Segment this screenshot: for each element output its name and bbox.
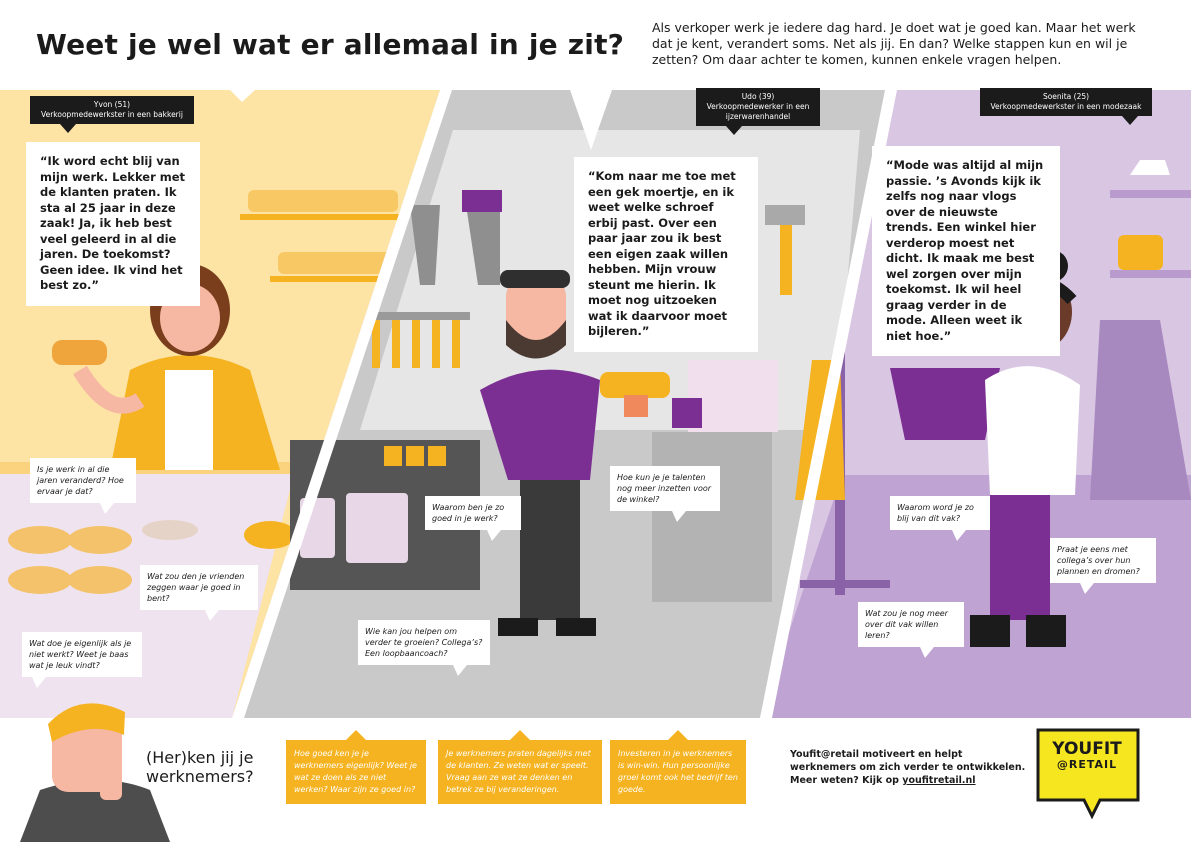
question-bubble: Waarom word je zo blij van dit vak? xyxy=(890,496,990,541)
more-info-prefix: Meer weten? Kijk op xyxy=(790,775,899,786)
question-bubble: Wie kan jou helpen om verder te groeien?… xyxy=(358,620,490,676)
youfit-logo[interactable]: YOUFIT @RETAIL xyxy=(1036,740,1138,772)
logo-line1: YOUFIT xyxy=(1052,739,1122,759)
logo-line2: @RETAIL xyxy=(1056,758,1118,771)
question-bubble: Wat zou den je vrienden zeggen waar je g… xyxy=(140,565,258,621)
question-bubble: Wat zou je nog meer over dit vak willen … xyxy=(858,602,964,658)
website-link[interactable]: youfitretail.nl xyxy=(902,775,976,786)
question-bubble: Hoe kun je je talenten nog meer inzetten… xyxy=(610,466,720,522)
paint-cans xyxy=(300,446,446,563)
tool-rack xyxy=(370,190,805,368)
udo-role: Verkoopmedewerker in een ijzerwarenhande… xyxy=(706,102,810,121)
yvon-name: Yvon (51) xyxy=(93,100,131,109)
yvon-tag: Yvon (51) Verkoopmedewerkster in een bak… xyxy=(30,96,194,133)
soenita-name: Soenita (25) xyxy=(1042,92,1090,101)
cash-counter xyxy=(652,432,772,602)
soenita-role: Verkoopmedewerkster in een modezaak xyxy=(990,102,1142,111)
intro-text: Als verkoper werk je iedere dag hard. Je… xyxy=(652,20,1136,67)
yvon-quote: “Ik word echt blij van mijn werk. Lekker… xyxy=(26,142,200,306)
udo-figure xyxy=(480,270,670,636)
logo-shape xyxy=(1036,728,1140,820)
divider-right xyxy=(760,90,897,718)
soenita-quote: “Mode was altijd al mijn passie. ’s Avon… xyxy=(872,146,1060,356)
question-bubble: Waarom ben je zo goed in je werk? xyxy=(425,496,521,541)
question-bubble: Is je werk in al die jaren veranderd? Ho… xyxy=(30,458,136,514)
yvon-role: Verkoopmedewerkster in een bakkerij xyxy=(41,110,183,119)
page-title: Weet je wel wat er allemaal in je zit? xyxy=(36,28,625,61)
youfit-description: Youfit@retail motiveert en helpt werknem… xyxy=(790,749,1026,773)
udo-tag: Udo (39) Verkoopmedewerker in een ijzerw… xyxy=(696,88,820,135)
grey-coat xyxy=(1090,320,1191,500)
card-terminal xyxy=(672,398,702,428)
fashion-shelves xyxy=(1110,160,1191,278)
tip-box: Investeren in je werknemers is win-win. … xyxy=(610,730,746,804)
yvon-figure xyxy=(52,264,280,470)
question-bubble: Praat je eens met collega’s over hun pla… xyxy=(1050,538,1156,594)
tip-box: Hoe goed ken je je werknemers eigenlijk?… xyxy=(286,730,426,804)
cash-register xyxy=(688,360,778,432)
tip-box: Je werknemers praten dagelijks met de kl… xyxy=(438,730,602,804)
divider-left xyxy=(232,90,452,718)
fashion-floor xyxy=(760,475,1191,718)
youfit-info: Youfit@retail motiveert en helpt werknem… xyxy=(790,748,1030,787)
pastries xyxy=(8,520,296,594)
bread-shelf xyxy=(240,190,420,282)
herken-heading: (Her)ken jij je werknemers? xyxy=(146,748,254,786)
soenita-tag: Soenita (25) Verkoopmedewerkster in een … xyxy=(980,88,1152,125)
manager-figure xyxy=(20,703,170,842)
udo-quote: “Kom naar me toe met een gek moertje, en… xyxy=(574,157,758,352)
purple-shirt xyxy=(890,368,1000,440)
question-bubble: Wat doe je eigenlijk als je niet werkt? … xyxy=(22,632,142,688)
udo-name: Udo (39) xyxy=(741,92,775,101)
